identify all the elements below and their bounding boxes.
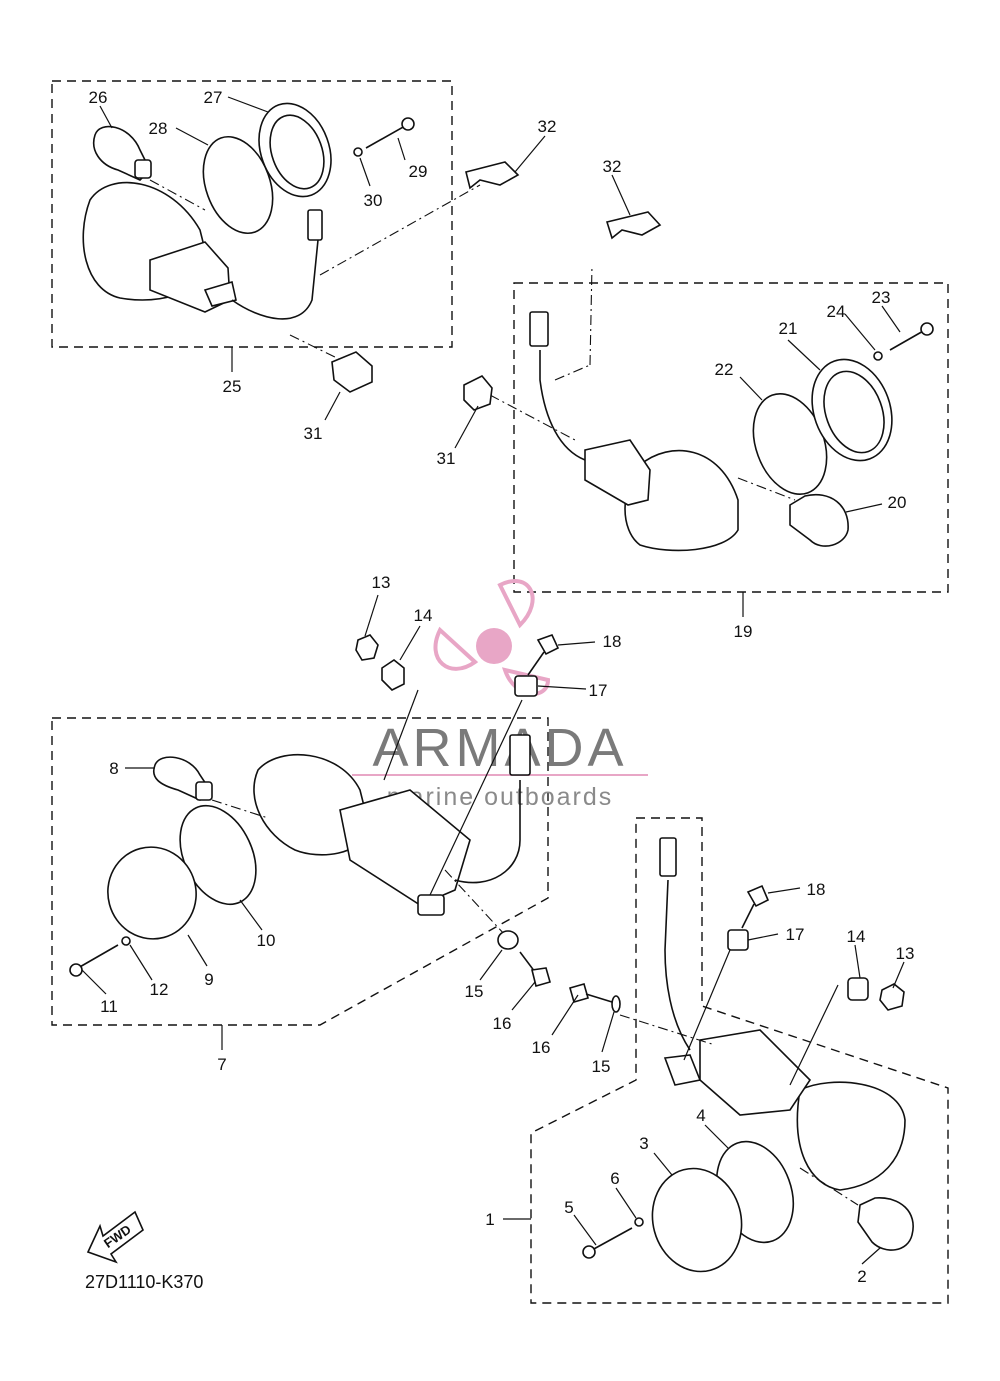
callout-13-top: 13: [372, 573, 391, 592]
washer-30: [353, 147, 363, 157]
callout-27: 27: [204, 88, 223, 107]
bulb-2: [857, 1197, 914, 1251]
callout-21: 21: [779, 319, 798, 338]
callout-15-bottom: 15: [592, 1057, 611, 1076]
turn-signal-assembly-19: [489, 264, 796, 552]
callout-5: 5: [564, 1198, 573, 1217]
callout-26: 26: [89, 88, 108, 107]
callout-1: 1: [485, 1210, 494, 1229]
callout-20: 20: [888, 493, 907, 512]
callout-30: 30: [364, 191, 383, 210]
assembly-box-7: [51, 717, 549, 1026]
assembly-box-19: [513, 282, 949, 593]
washer-15-mid: [497, 930, 519, 950]
washer-6: [634, 1217, 644, 1227]
lens-9: [107, 846, 197, 940]
bulb-20: [789, 493, 849, 547]
bolt-18-top: [527, 634, 560, 676]
callout-31-right: 31: [437, 449, 456, 468]
callout-15-mid: 15: [465, 982, 484, 1001]
washer-15-bottom: [611, 995, 621, 1013]
collar-14-top: [381, 659, 405, 691]
watermark-logo: [352, 578, 648, 776]
callout-32-left: 32: [538, 117, 557, 136]
turn-signal-assembly-1: [619, 837, 906, 1206]
callout-31-left: 31: [304, 424, 323, 443]
callout-23: 23: [872, 288, 891, 307]
grommet-31-right: [463, 375, 493, 411]
nut-13-top: [355, 634, 379, 661]
callout-19: 19: [734, 622, 753, 641]
callout-4: 4: [696, 1106, 705, 1125]
callout-14-top: 14: [414, 606, 433, 625]
watermark-brand: ARMADA: [372, 718, 627, 778]
callout-32-right: 32: [603, 157, 622, 176]
clip-32-right: [605, 211, 662, 240]
callout-24: 24: [827, 302, 846, 321]
screw-29: [365, 117, 415, 149]
nut-13-bottom: [879, 983, 905, 1011]
callout-leaders: [81, 96, 905, 1265]
spacer-17-bottom: [727, 929, 749, 951]
bulb-26: [93, 125, 152, 181]
callout-18-bottom: 18: [807, 880, 826, 899]
callout-3: 3: [639, 1134, 648, 1153]
spacer-17-top: [514, 675, 538, 697]
callout-18-top: 18: [603, 632, 622, 651]
screw-5: [582, 1227, 633, 1259]
screw-11: [69, 944, 119, 977]
bolt-18-bottom: [741, 884, 770, 929]
callout-13-bottom: 13: [896, 944, 915, 963]
callout-25: 25: [223, 377, 242, 396]
callout-29: 29: [409, 162, 428, 181]
callout-6: 6: [610, 1169, 619, 1188]
assembly-box-1: [530, 817, 949, 1304]
callout-28: 28: [149, 119, 168, 138]
callout-11: 11: [100, 997, 118, 1016]
callout-2: 2: [857, 1267, 866, 1286]
bolt-16-mid: [519, 951, 551, 987]
bulb-8: [153, 756, 213, 801]
grommet-31-left: [331, 351, 373, 393]
callout-16-bottom: 16: [532, 1038, 551, 1057]
fwd-arrow-icon: FWD: [86, 1210, 144, 1264]
callout-7: 7: [217, 1055, 226, 1074]
clip-32-left: [465, 161, 520, 190]
callout-17-top: 17: [589, 681, 608, 700]
collar-14-bottom: [847, 977, 869, 1001]
callout-10: 10: [257, 931, 276, 950]
screw-23: [889, 322, 934, 351]
turn-signal-assembly-7: [211, 689, 531, 936]
callout-16-mid: 16: [493, 1014, 512, 1033]
callout-14-bottom: 14: [847, 927, 866, 946]
callout-22: 22: [715, 360, 734, 379]
lens-3: [651, 1167, 743, 1273]
callout-8: 8: [109, 759, 118, 778]
callout-9: 9: [204, 970, 213, 989]
callout-12: 12: [150, 980, 169, 999]
callout-17-bottom: 17: [786, 925, 805, 944]
turn-signal-assembly-25: [82, 179, 481, 363]
bolt-16-bottom: [569, 983, 613, 1003]
washer-12: [121, 936, 131, 946]
assembly-box-25: [51, 80, 453, 348]
diagram-code: 27D1110-K370: [85, 1272, 203, 1292]
washer-24: [873, 351, 883, 361]
